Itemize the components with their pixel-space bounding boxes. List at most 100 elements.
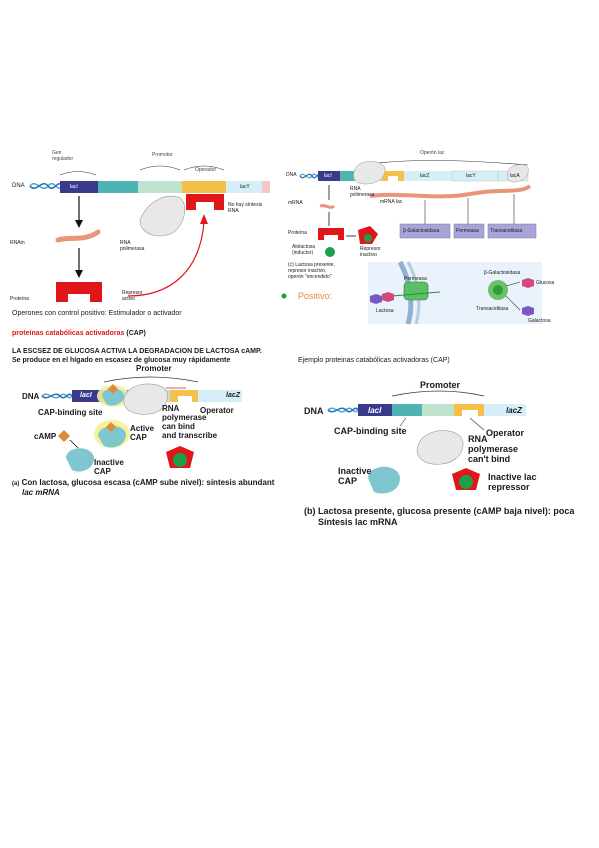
panel2-positive-bullet [281,293,287,299]
panel2-glucose-label: Glucosa [536,280,555,286]
panel2-rna-polymerase [353,160,386,185]
panel2-allolactose-label: Alolactosa (inductor) [292,244,316,256]
heading-right: Ejemplo proteinas catabólicas activadora… [298,357,450,364]
panel3-laci-label: lacI [80,392,92,399]
panel2-positive-label: Positivo: [298,291,333,301]
panel1-end-label: lacY [240,184,250,190]
cap-title-red: proteínas catabólicas activadoras [12,330,125,337]
panel2-dna-helix [299,173,321,179]
panel3-caption-a: (a) Con lactosa, glucosa escasa (cAMP su… [12,478,274,488]
panel2-membrane-panel [368,262,542,324]
panel2-mrna-strand [319,204,336,209]
panel2-rna-pol-label: RNA polimerasa [350,186,375,198]
panel1-operator-brace [183,165,225,171]
panel2-enzyme3-box [487,223,537,239]
panel4-promoter-brace [391,390,485,397]
panel2-operon-brace [361,160,529,166]
panel1-dna-helix [29,183,63,189]
panel2-to-galactose [505,295,521,311]
panel4-laci-label: lacI [368,406,382,415]
panel1-operator-segment [182,181,226,193]
panel3-rna-polymerase [123,383,168,415]
panel2-enzyme2-box [453,223,485,239]
panel4-cap-site-pointer [399,417,407,427]
panel1-gene-box [60,181,98,193]
panel2-lactose-arrow [391,291,441,297]
panel2-glucose-hex [522,278,534,288]
panel3-cap-site-label: CAP-binding site [38,408,103,417]
panel4-operator-pointer [469,417,485,431]
panel1-red-arrowhead [200,214,208,224]
panel1-dna-label: DNA [12,183,25,189]
panel2-laci-label: lacI [324,173,332,179]
panel2-operator-segment [382,171,404,181]
panel1-protein-label: Proteína [10,296,29,302]
panel3-rna-pol-label: RNA polymerase can bind and transcribe [162,404,218,440]
panel2-lactose-hex-1 [370,294,382,304]
panel2-mrna-label: mRNA [288,200,303,206]
panel2-enzyme2-label: Permeasa [456,228,479,234]
panel2-caption-c: (c) Lactosa presente, represor inactivo,… [288,262,335,280]
panel3-operator-label: Operator [200,406,234,415]
panel1-rnam-strand [55,229,101,243]
panel3-inducer-ball [173,453,187,467]
panel3-promoter-brace [103,376,199,383]
panel2-bgal-label: β-Galactosidasa [484,270,521,276]
panel1-repressor-bound [186,194,224,210]
panel2-protein-label: Proteína [288,230,307,236]
panel2-inactive-repressor-ball [364,234,372,242]
panel1-arrowhead-1 [75,220,83,228]
panel3-active-cap [98,425,126,448]
panel2-lacz-label: lacZ [420,173,430,179]
panel2-permease-label: Permeasa [404,276,427,282]
panel4-teal-segment [392,404,422,416]
cap-title: proteínas catabólicas activadoras (CAP) [12,330,146,338]
panel4-dna-helix [327,407,359,413]
panel1-red-curve-arrow [127,221,205,297]
panel1-rna-polymerase [139,195,186,237]
panel4-operator-segment [454,404,484,416]
panel4-caption-b-line2: Síntesis lac mRNA [318,517,398,527]
panel3-caption-a-prefix: (a) [12,481,20,487]
panel2-enzyme1-label: β-Galactosidasa [403,228,440,234]
panel1-rnam-label: RNAm [10,240,25,246]
panel3-camp-on-dna [108,384,118,394]
heading-line-2: Se produce en el hígado en escasez de gl… [12,357,231,364]
panel2-galactose-label: Galactosa [528,318,551,324]
panel4-inactive-cap [368,466,400,494]
panel3-operator-segment [170,390,198,402]
panel1-rna-pol-label: RNA polimerasa [120,240,145,252]
panel2-allolactose-ball [325,247,335,257]
panel4-rna-pol-label: RNA polymerase can't bind [468,434,519,464]
panel4-dna-label: DNA [304,406,324,416]
panel2-lacz-segment [404,171,452,181]
panel1-gene-label: Gen regulador [52,150,74,162]
panel4-lacz-label: lacZ [506,406,523,415]
panel2-permease-channel [403,281,429,301]
panel4-rna-polymerase [416,430,464,465]
panel1-caption: Operones con control positivo: Estimulad… [12,310,182,317]
panel3-inactive-cap-label: Inactive CAP [94,458,124,476]
panel1-teal-segment [98,181,138,193]
panel1-operator-label: Operador [195,167,217,173]
panel2-mrna-lac-strand [369,184,532,199]
panel4-inactive-cap-label: Inactive CAP [338,466,372,486]
panel2-inactive-repressor-label: Represor inactivo [360,246,381,258]
panel3-dna-label: DNA [22,392,40,401]
panel3-cap-on-dna [102,388,124,406]
panel1-no-synthesis-label: No hay síntesis RNA [228,202,263,214]
panel3-caption-a-line2: lac mRNA [22,488,60,497]
panel2-lactose-hex-2 [382,292,394,302]
panel4-lacz-segment [484,404,526,416]
panel3-dna-helix [41,393,73,399]
panel2-enzyme1-box [399,223,451,239]
panel2-dna-label: DNA [286,172,297,178]
panel4-inactive-rep-label: Inactive lac repressor [488,472,537,492]
panel1-gene-brace [59,171,97,176]
panel4-cap-site-label: CAP-binding site [334,426,407,436]
panel3-laci-box [72,390,104,402]
panel3-lacz-segment [198,390,242,402]
panel4-laci-box [358,404,392,416]
panel2-rna-polymerase-2 [507,164,529,183]
